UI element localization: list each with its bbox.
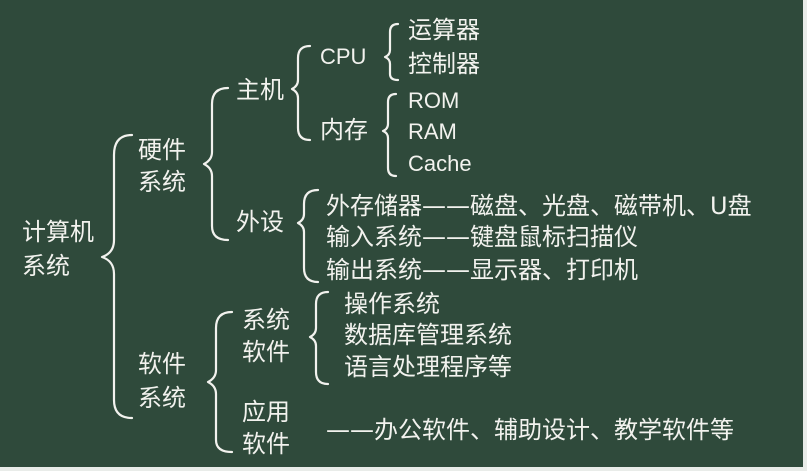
peripheral-item-storage: 外存储器——磁盘、光盘、磁带机、U盘: [326, 192, 752, 220]
hardware-label-line1: 硬件: [138, 136, 186, 164]
brace-memory: [381, 92, 398, 178]
system-software-item-os: 操作系统: [344, 290, 440, 318]
hardware-label-line2: 系统: [138, 168, 186, 196]
memory-item-cache: Cache: [408, 151, 472, 176]
brace-software: [206, 310, 234, 454]
peripherals-label: 外设: [236, 208, 284, 236]
brace-peripherals: [296, 188, 320, 284]
brace-host: [290, 44, 312, 142]
root-label-line2: 系统: [22, 252, 70, 280]
software-label-line1: 软件: [138, 350, 186, 378]
brace-hardware: [202, 86, 230, 242]
cpu-item-controller: 控制器: [408, 50, 480, 78]
software-label-line2: 系统: [138, 384, 186, 412]
cpu-item-alu: 运算器: [408, 16, 480, 44]
host-label: 主机: [236, 76, 284, 104]
brace-root: [100, 133, 134, 420]
system-software-label-line2: 软件: [242, 338, 290, 366]
peripheral-item-output: 输出系统——显示器、打印机: [326, 256, 638, 284]
brace-system-software: [308, 290, 330, 386]
peripheral-item-input: 输入系统——键盘鼠标扫描仪: [326, 223, 638, 251]
brace-cpu: [383, 22, 400, 82]
system-software-label-line1: 系统: [242, 306, 290, 334]
application-software-label-line1: 应用: [242, 398, 290, 426]
cpu-label: CPU: [320, 44, 367, 69]
memory-item-rom: ROM: [408, 88, 460, 113]
memory-item-ram: RAM: [408, 119, 457, 144]
system-software-item-lang: 语言处理程序等: [344, 353, 512, 381]
application-software-label-line2: 软件: [242, 430, 290, 458]
memory-label: 内存: [320, 116, 368, 144]
system-software-item-dbms: 数据库管理系统: [344, 321, 512, 349]
application-software-desc: ——办公软件、辅助设计、教学软件等: [326, 416, 734, 444]
root-label-line1: 计算机: [22, 218, 94, 246]
